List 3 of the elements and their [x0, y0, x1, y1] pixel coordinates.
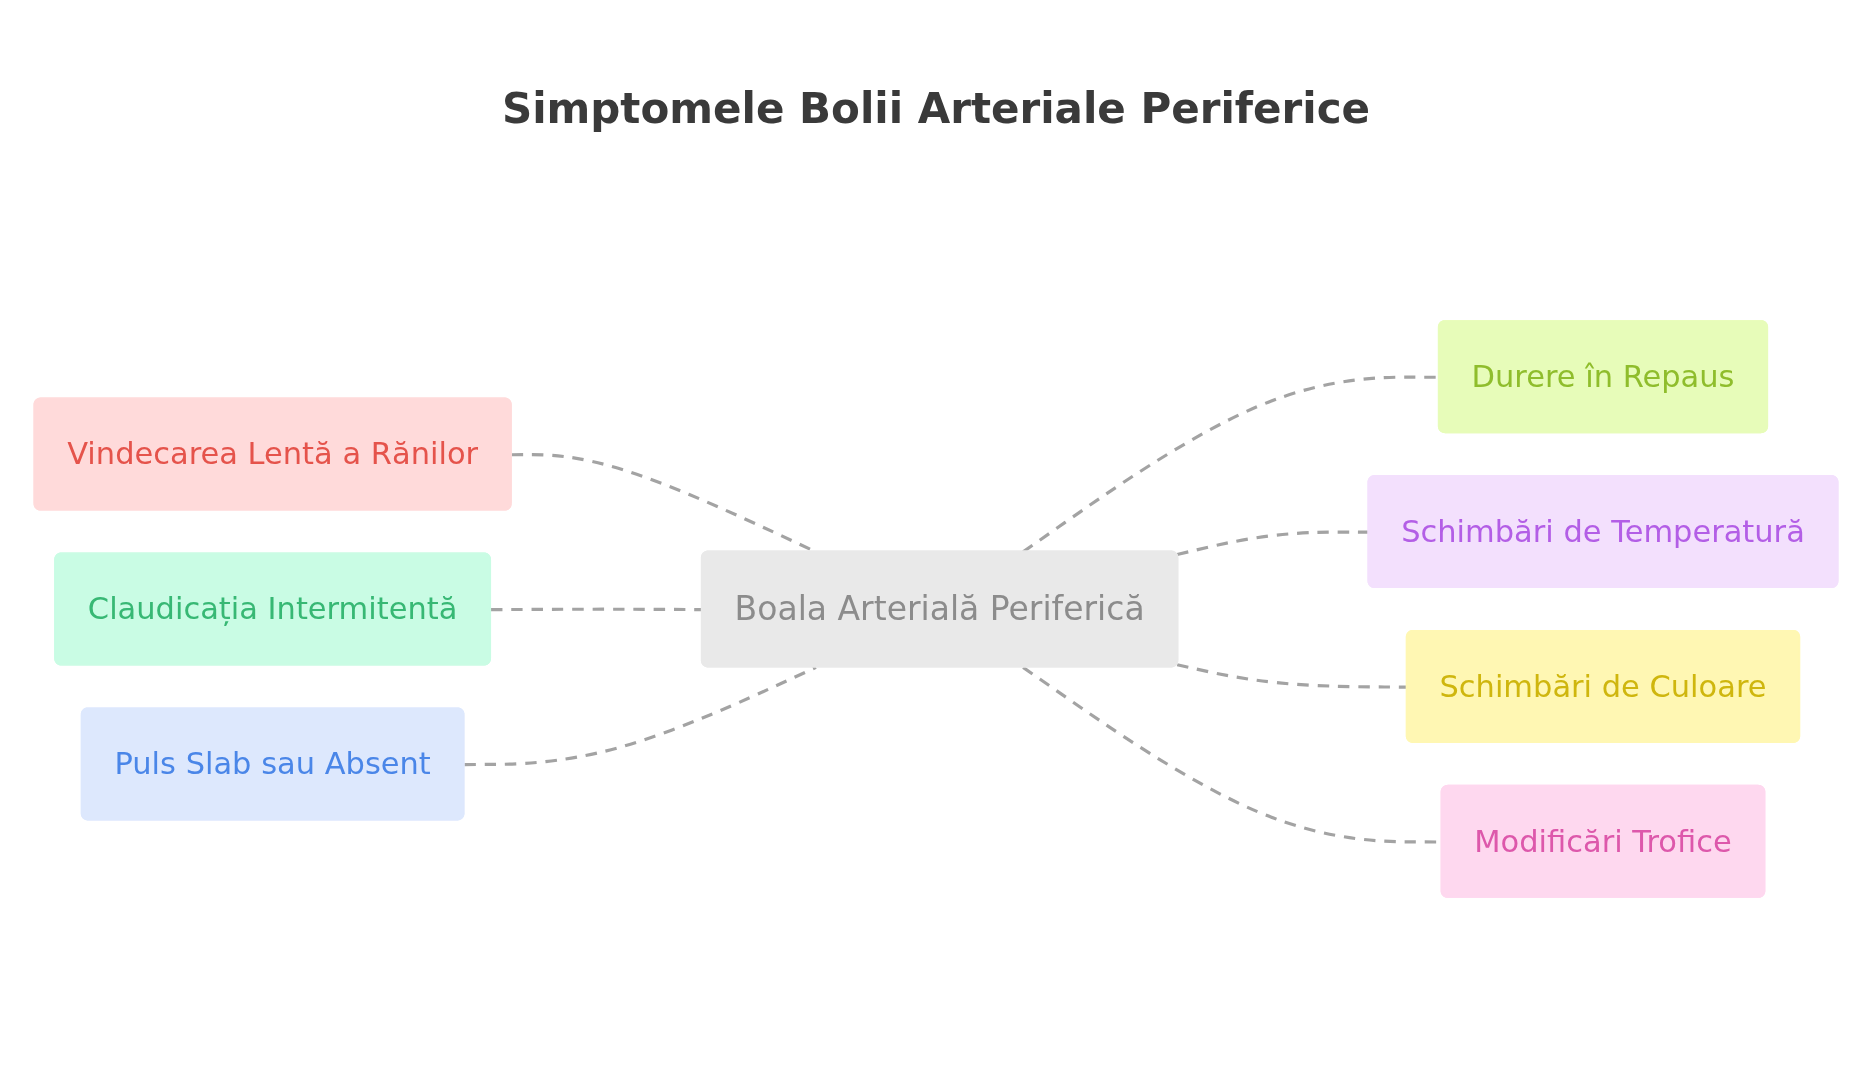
connector: [464, 665, 817, 767]
connector: [1176, 530, 1369, 557]
title: Simptomele Bolii Arteriale Periferice: [501, 84, 1371, 133]
